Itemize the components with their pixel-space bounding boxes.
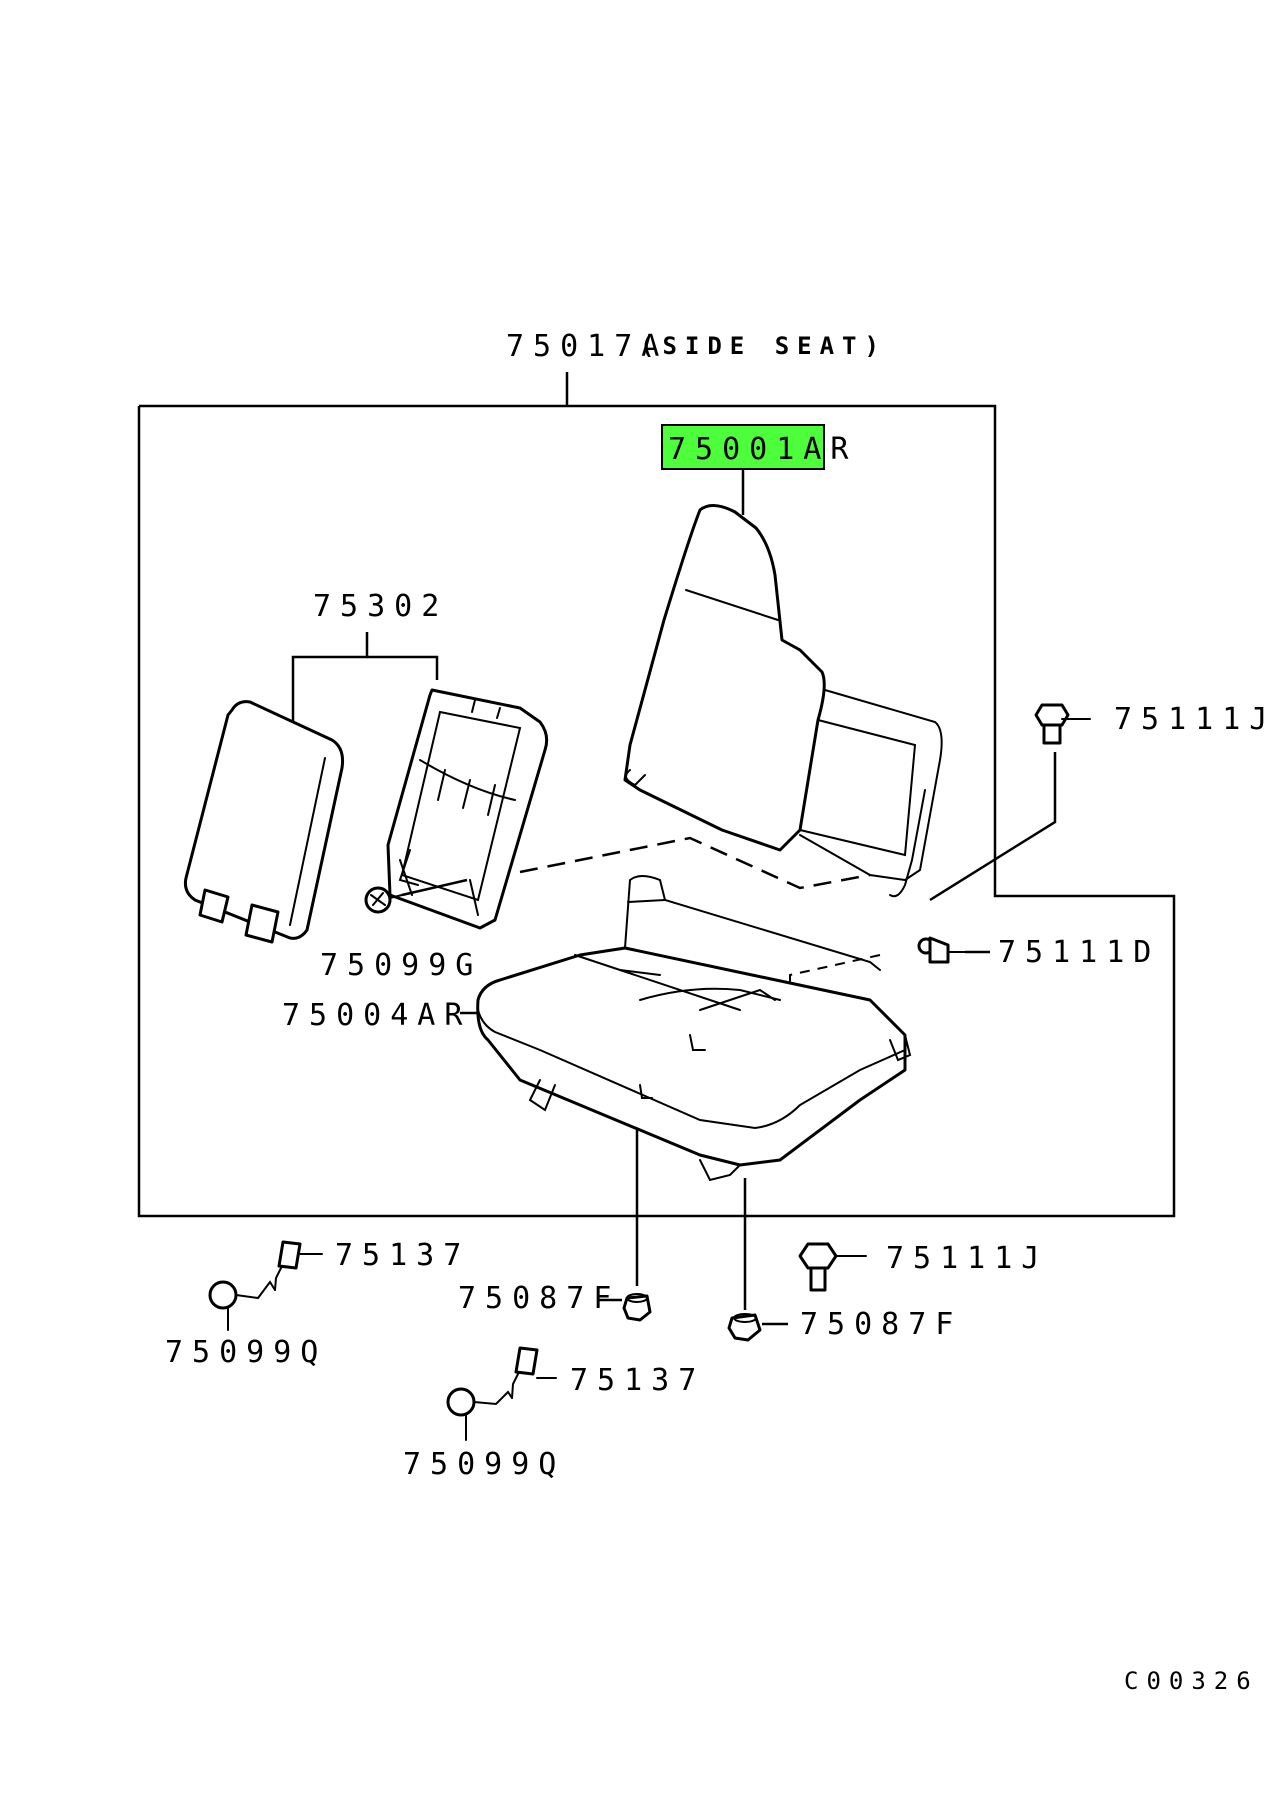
seatback-highlight[interactable] — [661, 424, 825, 470]
bolt-mid-right[interactable] — [917, 936, 966, 964]
bolt-upper-right[interactable] — [1034, 703, 1091, 745]
hook-middle-part-number[interactable]: 75137 — [570, 1363, 705, 1398]
seatback-frame-panel[interactable] — [386, 688, 549, 930]
knob-middle[interactable] — [446, 1387, 513, 1441]
seatback-back-board[interactable] — [183, 700, 344, 944]
seatback-cover-leader-2 — [367, 655, 439, 680]
assembly-part-number[interactable]: 75017A — [506, 329, 668, 364]
bolt-lower[interactable] — [798, 1242, 867, 1292]
seat-cushion-part-number[interactable]: 75004AR — [282, 998, 471, 1033]
seatback-cover-part-number[interactable]: 75302 — [313, 589, 448, 624]
hidden-line — [789, 954, 881, 1025]
assembly-note: (SIDE SEAT) — [640, 332, 887, 360]
nut-right[interactable] — [727, 1313, 762, 1342]
nut-right-part-number[interactable]: 75087F — [800, 1307, 962, 1342]
connection-lines — [519, 836, 871, 890]
hook-left[interactable] — [274, 1240, 323, 1291]
seatback-part-number[interactable]: 75001AR — [668, 432, 857, 467]
nut-left-part-number[interactable]: 75087F — [458, 1281, 620, 1316]
hook-middle[interactable] — [511, 1346, 557, 1399]
knob-left-part-number[interactable]: 75099Q — [165, 1335, 327, 1370]
nut-left[interactable] — [622, 1293, 652, 1322]
seat-cushion[interactable] — [476, 875, 912, 1182]
seatback-cover-leader — [291, 632, 369, 730]
bolt-upper-right-leader — [929, 752, 1057, 902]
knob-left[interactable] — [208, 1280, 276, 1331]
cover-screw-leader — [401, 878, 468, 897]
cover-screw-part-number[interactable]: 75099G — [320, 948, 482, 983]
hook-left-part-number[interactable]: 75137 — [335, 1238, 470, 1273]
bolt-lower-part-number[interactable]: 75111J — [886, 1241, 1048, 1276]
assembly-frame — [137, 404, 1176, 1218]
diagram-code: C00326 — [1124, 1667, 1259, 1695]
seatback[interactable] — [623, 504, 943, 898]
cover-screw[interactable] — [364, 886, 403, 914]
bolt-upper-right-part-number[interactable]: 75111J — [1114, 702, 1276, 737]
knob-middle-part-number[interactable]: 75099Q — [403, 1447, 565, 1482]
bolt-mid-right-part-number[interactable]: 75111D — [998, 935, 1160, 970]
